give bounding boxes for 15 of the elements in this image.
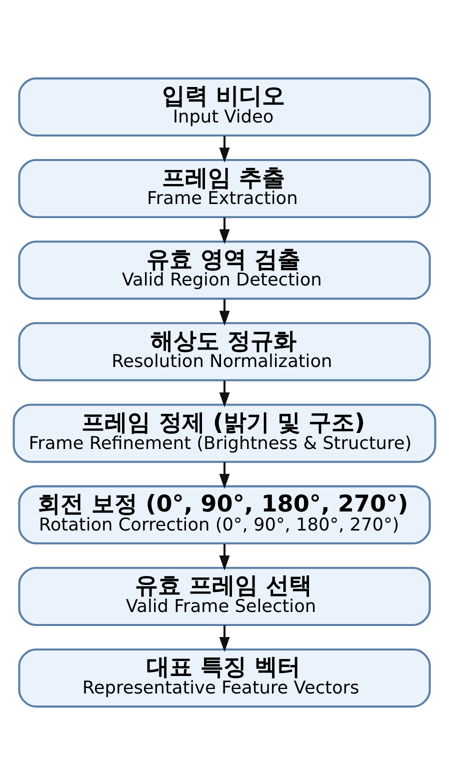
- node-box: 해상도 정규화 Resolution Normalization: [18, 322, 431, 381]
- arrow: [219, 217, 230, 244]
- arrow: [219, 624, 230, 652]
- node-box: 유효 영역 검출 Valid Region Detection: [18, 240, 431, 300]
- arrow: [219, 298, 230, 326]
- node-box: 유효 프레임 선택 Valid Frame Selection: [18, 566, 431, 626]
- arrow: [219, 543, 230, 570]
- node-box: 프레임 추출 Frame Extraction: [18, 158, 431, 218]
- arrow: [219, 380, 230, 407]
- node-box: 대표 특징 벡터 Representative Feature Vectors: [18, 648, 431, 708]
- node-box: 회전 보정 (0°, 90°, 180°, 270°) Rotation Correction (0°, 90°, 180°, 270°): [18, 484, 431, 544]
- node-box: 프레임 정제 (밝기 및 구조) Frame Refinement (Brightness & Structure): [12, 403, 436, 462]
- arrow: [219, 462, 230, 488]
- node-box: 입력 비디오 Input Video: [18, 76, 431, 136]
- arrow: [219, 135, 230, 162]
